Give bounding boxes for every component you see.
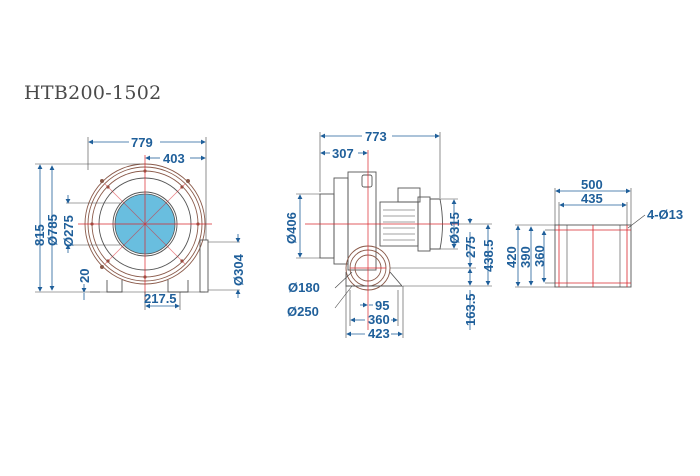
- dim-hole-spacing-length: 435: [581, 191, 603, 206]
- dim-base-inner-width: 390: [518, 246, 533, 268]
- dim-base-height: 163.5: [463, 293, 478, 326]
- side-view: 773 307 Ø406 Ø315 275 438.5 163.5 Ø180 Ø…: [284, 129, 496, 341]
- dim-outlet-inner-diameter: Ø180: [288, 280, 320, 295]
- dim-hole-spacing-width: 360: [532, 245, 547, 267]
- dim-inlet-diameter: Ø275: [61, 215, 76, 247]
- dim-motor-diameter: Ø315: [447, 212, 462, 244]
- dim-base-length: 500: [581, 177, 603, 192]
- dim-front-height: 815: [32, 224, 47, 246]
- dim-base-offset: 95: [375, 298, 389, 313]
- dim-base-hole-spacing: 360: [368, 312, 390, 327]
- dim-outlet-flange-diameter: Ø250: [287, 304, 319, 319]
- model-title: HTB200-1502: [24, 82, 162, 104]
- base-view: 500 435 4-Ø13 420 390 360: [504, 177, 683, 288]
- dim-foot-height: 20: [77, 269, 92, 283]
- dim-outlet-height: 275: [463, 236, 478, 258]
- dim-inlet-to-center: 307: [332, 146, 354, 161]
- dim-total-height: 438.5: [481, 239, 496, 272]
- dim-front-center-to-edge: 403: [163, 151, 185, 166]
- dim-base-width: 423: [368, 326, 390, 341]
- dim-housing-diameter: Ø785: [45, 214, 60, 246]
- dim-mounting-holes: 4-Ø13: [647, 207, 683, 222]
- dim-outlet-diameter: Ø304: [231, 253, 246, 286]
- dim-side-length: 773: [365, 129, 387, 144]
- dim-front-width: 779: [131, 135, 153, 150]
- dim-foot-offset: 217.5: [144, 291, 177, 306]
- dim-inlet-flange-diameter: Ø406: [284, 212, 299, 244]
- front-view: 779 403 815 Ø785 Ø275 20 217.5 Ø304: [32, 135, 246, 310]
- dim-base-width-overall: 420: [504, 246, 519, 268]
